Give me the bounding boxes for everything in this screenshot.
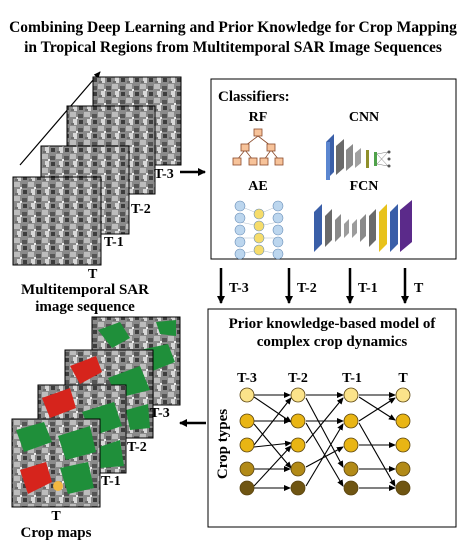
prior-model-title-line1: Prior knowledge-based model of — [229, 316, 437, 332]
prior-time-label-t-2: T-2 — [288, 371, 308, 386]
time-direction-arrow — [19, 71, 101, 166]
prior-model-title-line2: complex crop dynamics — [257, 334, 408, 350]
crop-map-stack — [11, 316, 181, 508]
sar-label-t-1: T-1 — [104, 235, 124, 250]
sar-label-t: T — [88, 267, 98, 282]
figure-title-line2: in Tropical Regions from Multitemporal S… — [24, 39, 442, 56]
crop-map-label-t-1: T-1 — [101, 474, 121, 489]
prior-time-label-t-1: T-1 — [342, 371, 362, 386]
time-arrow-label-t: T — [414, 281, 424, 296]
sar-caption-line1: Multitemporal SAR — [21, 282, 149, 298]
autoencoder-icon — [234, 200, 284, 260]
figure-title-line1: Combining Deep Learning and Prior Knowle… — [9, 19, 457, 36]
crop-map-label-t-2: T-2 — [127, 440, 147, 455]
fcn-network-icon — [314, 200, 412, 252]
transition-nodes — [239, 387, 411, 496]
crop-maps-caption: Crop maps — [21, 525, 92, 541]
sar-image-stack — [12, 76, 182, 266]
classifier-fcn-label: FCN — [350, 179, 379, 194]
crop-map-t — [11, 418, 101, 508]
time-arrow-label-t-2: T-2 — [297, 281, 317, 296]
sar-image-t — [12, 176, 102, 266]
classifier-rf-label: RF — [249, 110, 268, 125]
crop-transition-graph — [239, 387, 411, 496]
sar-label-t-2: T-2 — [131, 202, 151, 217]
prior-time-label-t: T — [398, 371, 408, 386]
classifier-ae-label: AE — [248, 179, 267, 194]
crop-types-axis-label: Crop types — [215, 409, 231, 479]
sar-caption-line2: image sequence — [35, 299, 135, 315]
prior-time-label-t-3: T-3 — [237, 371, 257, 386]
time-arrows — [217, 268, 409, 304]
crop-map-label-t: T — [51, 509, 61, 524]
classifiers-heading: Classifiers: — [218, 89, 290, 105]
cnn-network-icon — [326, 134, 391, 180]
time-arrow-label-t-1: T-1 — [358, 281, 378, 296]
crop-map-label-t-3: T-3 — [150, 406, 170, 421]
sar-label-t-3: T-3 — [154, 167, 174, 182]
time-arrow-label-t-3: T-3 — [229, 281, 249, 296]
rf-tree-icon — [232, 128, 284, 166]
transition-edges — [253, 392, 396, 491]
classifier-cnn-label: CNN — [349, 110, 379, 125]
